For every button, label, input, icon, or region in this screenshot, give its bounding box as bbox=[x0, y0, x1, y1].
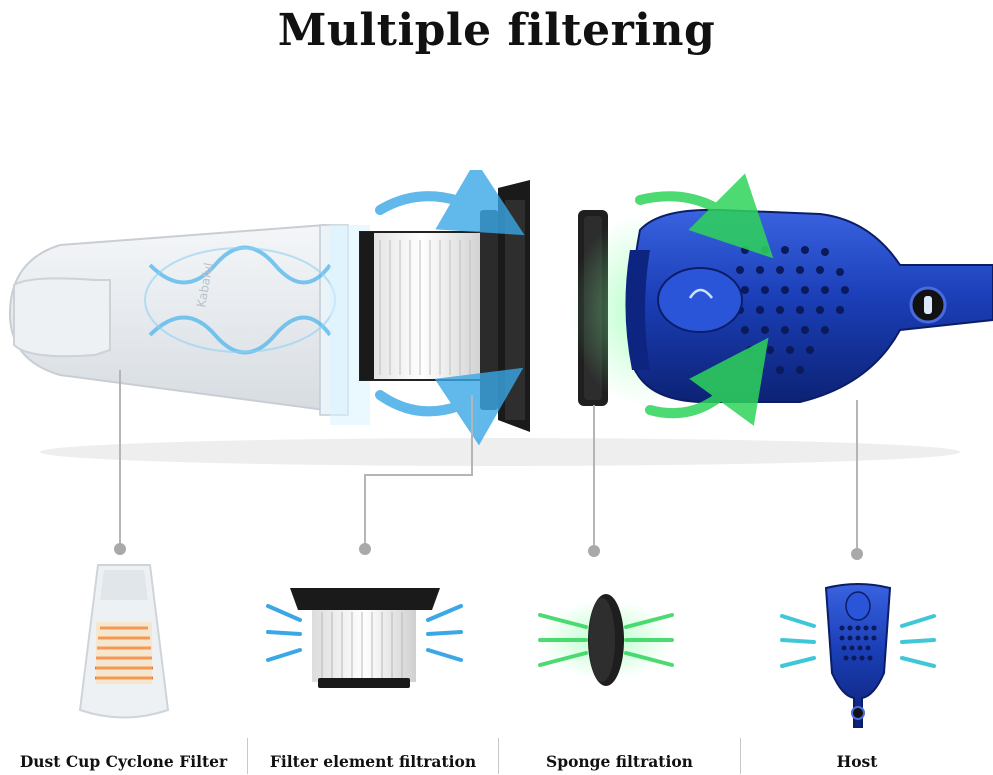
page-title: Multiple filtering bbox=[277, 5, 716, 56]
label-dust-cup-cyclone-filter: Dust Cup Cyclone Filter bbox=[19, 752, 228, 771]
column-divider bbox=[498, 738, 499, 774]
leader-dot bbox=[851, 548, 863, 560]
filter-element-part bbox=[359, 170, 530, 446]
column-divider bbox=[247, 738, 248, 774]
exploded-vacuum-illustration: Kabaful bbox=[8, 170, 993, 466]
label-filter-element-filtration: Filter element filtration bbox=[269, 752, 477, 771]
label-sponge-filtration: Sponge filtration bbox=[546, 752, 693, 771]
host-icon bbox=[780, 583, 936, 728]
host-part bbox=[625, 173, 993, 426]
filter-element-icon bbox=[266, 588, 463, 688]
column-divider bbox=[740, 738, 741, 774]
label-host: Host bbox=[836, 752, 878, 771]
leader-dot bbox=[359, 543, 371, 555]
dust-cup-part: Kabaful bbox=[8, 223, 370, 425]
dust-cup-icon bbox=[78, 564, 170, 719]
leader-dot bbox=[114, 543, 126, 555]
sponge-icon bbox=[538, 594, 674, 686]
leader-dot bbox=[588, 545, 600, 557]
